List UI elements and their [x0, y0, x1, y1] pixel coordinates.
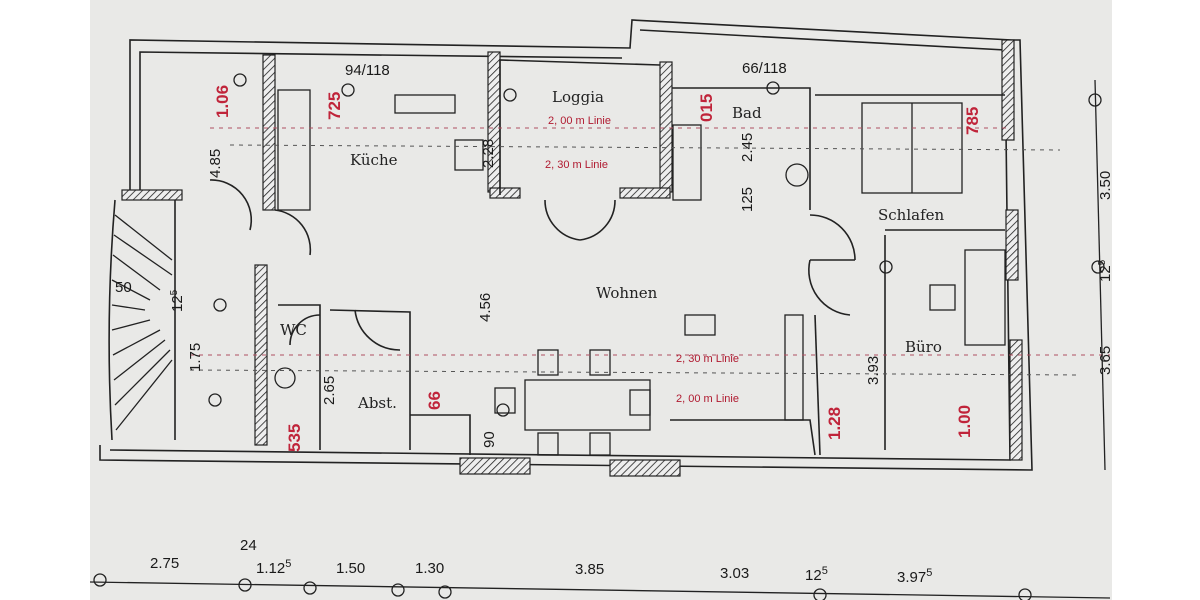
room-label-wc: WC [280, 321, 307, 339]
bottom-dimension-chain: 24 2.75 1.125 1.50 1.30 3.85 3.03 125 3.… [150, 537, 932, 586]
bottom-dim: 24 [240, 537, 257, 554]
bottom-dim: 3.975 [897, 567, 932, 586]
staircase [108, 199, 176, 441]
wohnen-230-label: 2, 30 m Linie [676, 353, 739, 365]
room-label-wohnen: Wohnen [596, 284, 658, 302]
outer-walls [99, 19, 1033, 477]
furniture [274, 89, 1006, 456]
interior-walls [121, 51, 1005, 456]
dim-stair-wall: 4.85 [207, 149, 224, 178]
dim-loggia-wall: 2.28 [480, 139, 497, 168]
dim-right-mid: 125 [1097, 259, 1114, 282]
bottom-dim: 1.50 [336, 560, 365, 577]
dim-bad-window: 66/118 [742, 60, 787, 77]
room-label-bad: Bad [732, 104, 762, 122]
bottom-dim: 125 [805, 565, 828, 584]
red-dim-abst: 66 [425, 391, 444, 410]
room-label-loggia: Loggia [552, 88, 604, 106]
dim-right-upper: 3.50 [1097, 171, 1114, 200]
room-label-buero: Büro [905, 338, 942, 356]
dim-bad-door: 125 [739, 187, 756, 212]
dim-window-bottom: 90 [481, 431, 498, 448]
bottom-dim: 1.30 [415, 560, 444, 577]
dim-right-lower: 3.65 [1097, 346, 1114, 375]
bottom-dim: 1.125 [256, 558, 291, 577]
bottom-dim: 2.75 [150, 555, 179, 572]
dim-buero-height: 3.93 [865, 356, 882, 385]
red-dim-kueche-left: 1.06 [213, 85, 232, 118]
dim-wohnen-height: 4.56 [477, 293, 494, 322]
bottom-dim: 3.85 [575, 561, 604, 578]
loggia-200-label: 2, 00 m Linie [548, 115, 611, 127]
room-label-kueche: Küche [350, 151, 398, 169]
wohnen-200-label: 2, 00 m Linie [676, 393, 739, 405]
red-dim-wc: 535 [285, 424, 304, 452]
height-lines [189, 127, 1110, 376]
room-label-schlafen: Schlafen [878, 206, 945, 224]
axis-markers [89, 73, 1111, 600]
room-label-abst: Abst. [357, 394, 397, 412]
red-dim-schlafen: 785 [963, 107, 982, 135]
bottom-dim: 3.03 [720, 565, 749, 582]
dim-stair-step: 50 [115, 279, 132, 296]
red-dim-bad: 015 [697, 94, 716, 122]
dim-stair-lower: 1.75 [187, 343, 204, 372]
dim-bad-height: 2.45 [739, 133, 756, 162]
red-dim-buero-left: 1.28 [825, 407, 844, 440]
red-dim-kueche: 725 [325, 92, 344, 120]
dim-abst-height: 2.65 [321, 376, 338, 405]
red-dim-buero-right: 1.00 [955, 405, 974, 438]
dim-kueche-window: 94/118 [345, 62, 390, 79]
loggia-230-label: 2, 30 m Linie [545, 159, 608, 171]
dim-stair-mid: 125 [169, 289, 186, 312]
